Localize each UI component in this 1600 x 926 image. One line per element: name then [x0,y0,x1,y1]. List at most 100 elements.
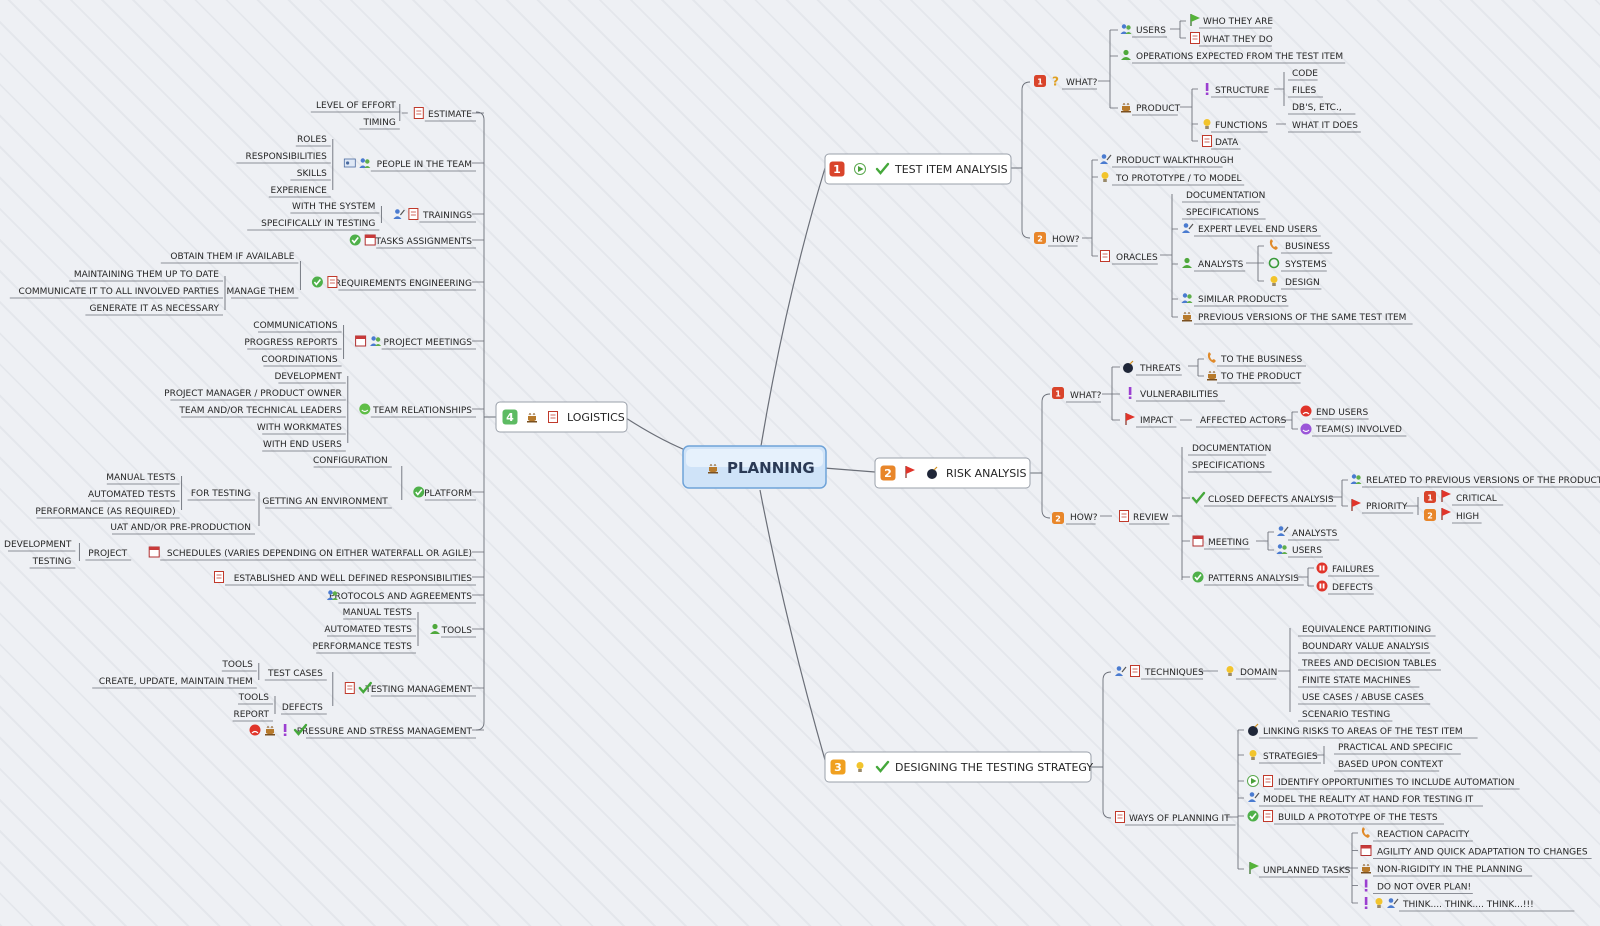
topic-label[interactable]: FAILURES [1332,565,1374,575]
topic-label[interactable]: STRUCTURE [1215,86,1270,96]
topic-label[interactable]: PERFORMANCE TESTS [313,642,413,652]
topic-label[interactable]: PREVIOUS VERSIONS OF THE SAME TEST ITEM [1198,313,1406,323]
topic-label[interactable]: DATA [1215,138,1239,148]
branch-title[interactable]: TEST ITEM ANALYSIS [894,163,1008,176]
topic-label[interactable]: SPECIFICALLY IN TESTING [261,219,375,229]
topic-label[interactable]: CONFIGURATION [313,456,388,466]
topic-label[interactable]: CREATE, UPDATE, MAINTAIN THEM [99,677,253,687]
topic-label[interactable]: END USERS [1316,408,1368,418]
topic-label[interactable]: BASED UPON CONTEXT [1338,760,1444,770]
topic-label[interactable]: FILES [1292,86,1317,96]
topic-label[interactable]: ESTIMATE [428,110,472,120]
topic-label[interactable]: IMPACT [1140,416,1174,426]
topic-label[interactable]: UAT AND/OR PRE-PRODUCTION [110,523,251,533]
topic-label[interactable]: NON-RIGIDITY IN THE PLANNING [1377,865,1522,875]
topic-label[interactable]: TOOLS [238,693,270,703]
topic-label[interactable]: TEAM RELATIONSHIPS [372,406,472,416]
topic-label[interactable]: REQUIREMENTS ENGINEERING [335,279,472,289]
topic-label[interactable]: MANUAL TESTS [106,473,176,483]
topic-label[interactable]: TO PROTOTYPE / TO MODEL [1115,174,1242,184]
topic-label[interactable]: LINKING RISKS TO AREAS OF THE TEST ITEM [1263,727,1463,737]
branch-risk-analysis[interactable] [874,457,1031,489]
topic-label[interactable]: FINITE STATE MACHINES [1302,676,1411,686]
topic-label[interactable]: DEVELOPMENT [274,372,342,382]
topic-label[interactable]: DESIGN [1285,278,1320,288]
topic-label[interactable]: REVIEW [1133,513,1168,523]
topic-label[interactable]: EQUIVALENCE PARTITIONING [1302,625,1431,635]
topic-label[interactable]: USERS [1292,546,1322,556]
topic-label[interactable]: PLATFORM [424,489,472,499]
topic-label[interactable]: TOOLS [221,660,253,670]
topic-label[interactable]: MEETING [1208,538,1249,548]
topic-label[interactable]: WHAT IT DOES [1292,121,1358,131]
topic-label[interactable]: MANAGE THEM [226,287,294,297]
topic-label[interactable]: TESTING [32,557,72,567]
central-topic[interactable]: PLANNING [682,445,827,489]
branch-designing-testing-strategy[interactable] [824,751,1092,783]
topic-label[interactable]: PROTOCOLS AND AGREEMENTS [329,592,472,602]
topic-label[interactable]: FOR TESTING [191,489,251,499]
topic-label[interactable]: OBTAIN THEM IF AVAILABLE [170,252,294,262]
topic-label[interactable]: PRIORITY [1366,502,1408,512]
topic-label[interactable]: EXPERIENCE [271,186,328,196]
topic-label[interactable]: ORACLES [1116,253,1158,263]
topic-label[interactable]: TRAININGS [422,211,472,221]
topic-label[interactable]: ANALYSTS [1292,529,1338,539]
topic-label[interactable]: RESPONSIBILITIES [245,152,327,162]
topic-label[interactable]: IDENTIFY OPPORTUNITIES TO INCLUDE AUTOMA… [1278,778,1514,788]
topic-label[interactable]: PROJECT [88,549,127,559]
topic-label[interactable]: COMMUNICATIONS [253,321,338,331]
topic-label[interactable]: SYSTEMS [1285,260,1327,270]
topic-label[interactable]: SKILLS [297,169,327,179]
topic-label[interactable]: TESTING MANAGEMENT [364,685,472,695]
topic-label[interactable]: FUNCTIONS [1215,121,1268,131]
topic-label[interactable]: GETTING AN ENVIRONMENT [262,497,388,507]
topic-label[interactable]: HOW? [1070,513,1098,523]
topic-label[interactable]: DEFECTS [282,703,323,713]
topic-label[interactable]: CRITICAL [1456,494,1497,504]
topic-label[interactable]: HIGH [1456,512,1479,522]
topic-label[interactable]: CLOSED DEFECTS ANALYSIS [1208,495,1334,505]
topic-label[interactable]: TEAM(S) INVOLVED [1315,425,1402,435]
topic-label[interactable]: AUTOMATED TESTS [88,490,176,500]
topic-label[interactable]: TEAM AND/OR TECHNICAL LEADERS [178,406,342,416]
topic-label[interactable]: DOMAIN [1240,668,1277,678]
topic-label[interactable]: DO NOT OVER PLAN! [1377,883,1471,893]
topic-label[interactable]: BUILD A PROTOTYPE OF THE TESTS [1278,813,1438,823]
topic-label[interactable]: REACTION CAPACITY [1377,830,1470,840]
topic-label[interactable]: WHAT? [1066,78,1098,88]
topic-label[interactable]: BOUNDARY VALUE ANALYSIS [1302,642,1430,652]
branch-title[interactable]: LOGISTICS [567,411,625,424]
branch-title[interactable]: RISK ANALYSIS [946,467,1026,480]
topic-label[interactable]: RELATED TO PREVIOUS VERSIONS OF THE PROD… [1366,476,1600,486]
topic-label[interactable]: REPORT [233,710,269,720]
topic-label[interactable]: PRODUCT WALKTHROUGH [1116,156,1234,166]
topic-label[interactable]: USERS [1136,26,1166,36]
topic-label[interactable]: TOOLS [441,626,473,636]
topic-label[interactable]: DOCUMENTATION [1186,191,1265,201]
topic-label[interactable]: MODEL THE REALITY AT HAND FOR TESTING IT [1263,795,1474,805]
topic-label[interactable]: PEOPLE IN THE TEAM [377,160,472,170]
topic-label[interactable]: HOW? [1052,235,1080,245]
topic-label[interactable]: WITH WORKMATES [257,423,342,433]
branch-test-item-analysis[interactable] [824,153,1012,185]
topic-label[interactable]: PRACTICAL AND SPECIFIC [1338,743,1453,753]
topic-label[interactable]: DEFECTS [1332,583,1373,593]
topic-label[interactable]: COORDINATIONS [261,355,337,365]
topic-label[interactable]: SIMILAR PRODUCTS [1198,295,1287,305]
topic-label[interactable]: DB'S, ETC., [1292,103,1342,113]
topic-label[interactable]: AGILITY AND QUICK ADAPTATION TO CHANGES [1377,848,1588,858]
topic-label[interactable]: EXPERT LEVEL END USERS [1198,225,1318,235]
topic-label[interactable]: DOCUMENTATION [1192,444,1271,454]
topic-label[interactable]: SPECIFICATIONS [1186,208,1259,218]
topic-label[interactable]: TREES AND DECISION TABLES [1301,659,1437,669]
topic-label[interactable]: CODE [1292,69,1318,79]
topic-label[interactable]: WHAT THEY DO [1203,35,1273,45]
topic-label[interactable]: ROLES [297,135,327,145]
branch-logistics[interactable] [495,401,628,433]
topic-label[interactable]: WHAT? [1070,391,1102,401]
topic-label[interactable]: TASKS ASSIGNMENTS [375,237,473,247]
topic-label[interactable]: PRESSURE AND STRESS MANAGEMENT [297,727,473,737]
topic-label[interactable]: UNPLANNED TASKS [1263,866,1351,876]
topic-label[interactable]: OPERATIONS EXPECTED FROM THE TEST ITEM [1136,52,1343,62]
